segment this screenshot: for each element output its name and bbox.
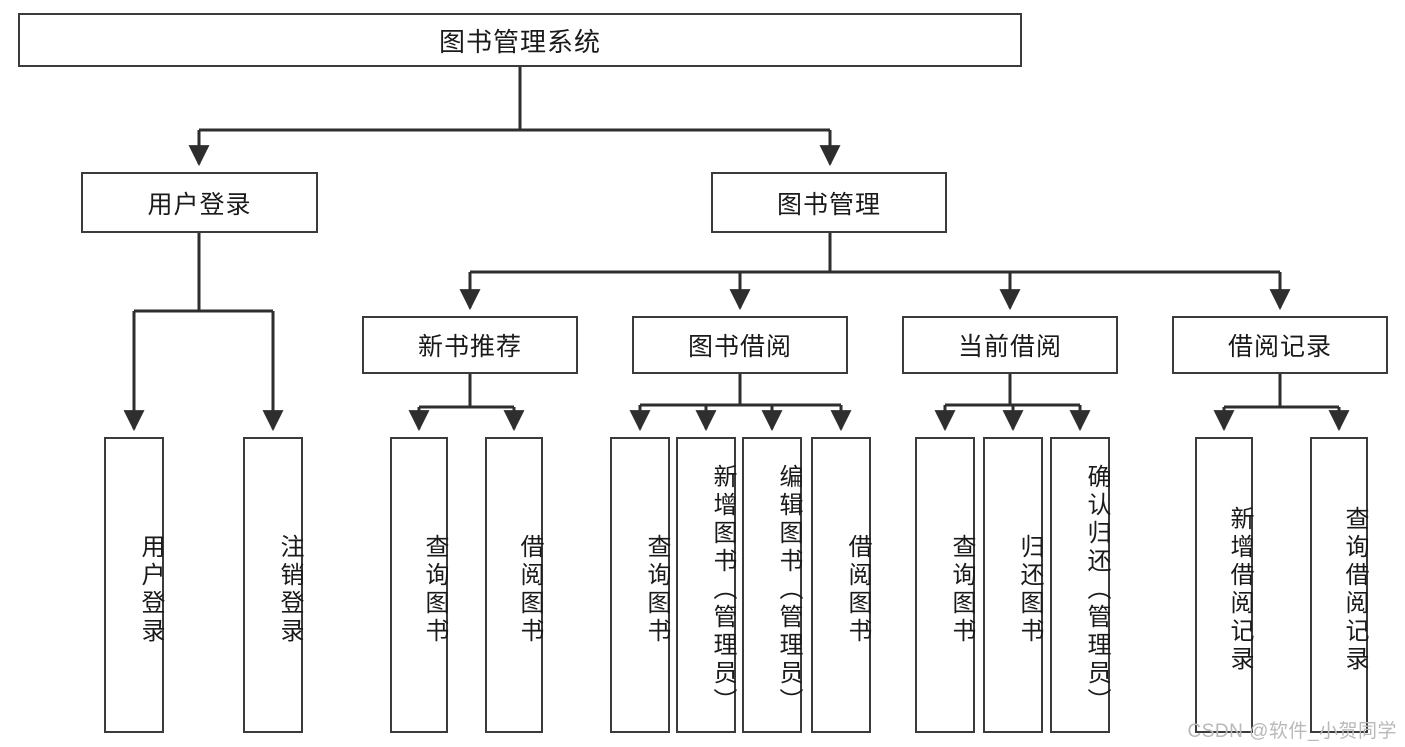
node-book-borrow[interactable]: 图书借阅	[632, 316, 848, 374]
node-leaf-query-book-3[interactable]: 查询图书	[915, 437, 975, 733]
node-leaf-query-book-2[interactable]: 查询图书	[610, 437, 670, 733]
node-current-borrow[interactable]: 当前借阅	[902, 316, 1118, 374]
node-leaf-query-borrow-record[interactable]: 查询借阅记录	[1310, 437, 1368, 733]
node-leaf-query-book-1[interactable]: 查询图书	[390, 437, 448, 733]
node-borrow-record[interactable]: 借阅记录	[1172, 316, 1388, 374]
node-leaf-logout-login[interactable]: 注销登录	[243, 437, 303, 733]
node-leaf-confirm-return-admin[interactable]: 确认归还（管理员）	[1050, 437, 1110, 733]
node-new-book-recommend[interactable]: 新书推荐	[362, 316, 578, 374]
node-leaf-add-borrow-record[interactable]: 新增借阅记录	[1195, 437, 1253, 733]
node-leaf-edit-book-admin[interactable]: 编辑图书（管理员）	[742, 437, 802, 733]
node-leaf-add-book-admin[interactable]: 新增图书（管理员）	[676, 437, 736, 733]
node-root-system[interactable]: 图书管理系统	[18, 13, 1022, 67]
node-leaf-borrow-book-2[interactable]: 借阅图书	[811, 437, 871, 733]
node-user-login[interactable]: 用户登录	[81, 172, 318, 233]
csdn-watermark: CSDN @软件_小贺同学	[1187, 721, 1397, 742]
node-leaf-return-book[interactable]: 归还图书	[983, 437, 1043, 733]
node-leaf-borrow-book-1[interactable]: 借阅图书	[485, 437, 543, 733]
node-leaf-user-login[interactable]: 用户登录	[104, 437, 164, 733]
node-book-manage[interactable]: 图书管理	[711, 172, 947, 233]
